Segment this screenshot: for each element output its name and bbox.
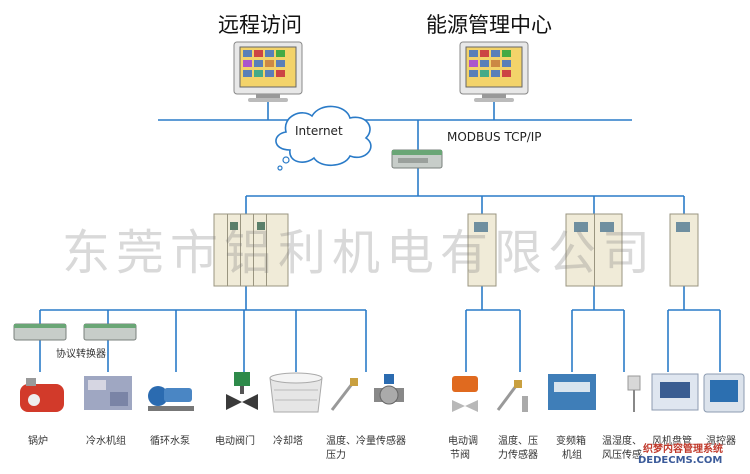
internet-cloud-icon [275,105,372,171]
device-label-temperature-sensor-line2: 压力 [326,450,346,461]
temperature-sensor-icon [330,378,358,411]
energy-center-title: 能源管理中心 [426,13,552,37]
control-cabinet-icon [669,213,699,287]
humidity-sensor-icon [627,375,641,412]
device-label-control-valve-line2: 节阀 [450,450,470,461]
device-label-humidity-sensor-line2: 风压传感 [602,450,642,461]
cooling-tower-icon [269,372,323,413]
monitor-icon [459,41,529,102]
control-cabinet-icon [565,213,623,287]
flow-sensor-icon [374,374,404,405]
device-label-electric-valve: 电动阀门 [215,436,255,447]
remote-access-title: 远程访问 [218,13,302,37]
device-label-pressure-sensor: 温度、压 [498,436,538,447]
pump-icon [148,386,194,411]
monitor-icon [233,41,303,102]
company-watermark: 东莞市铝利机电有限公司 [62,225,657,281]
fan-coil-icon [651,373,699,411]
control-cabinet-icon [213,213,289,287]
pressure-sensor-icon [496,380,528,412]
device-label-temperature-sensor: 温度、冷量传感器 [326,436,406,447]
device-label-cooling-tower: 冷却塔 [273,436,303,447]
connection-lines [39,96,721,372]
electric-valve-icon [226,372,258,410]
protocol-label: MODBUS TCP/IP [447,130,542,144]
control-cabinet-icon [467,213,497,287]
device-label-thermostat: 温控器 [706,436,736,447]
device-label-fan-coil: 风机盘管 [652,436,692,447]
inverter-box-icon [548,374,596,410]
site-watermark-en: DEDECMS.COM [638,455,723,466]
device-label-boiler: 锅炉 [28,436,48,447]
device-label-chiller: 冷水机组 [86,436,126,447]
protocol-converter-icon [13,323,67,341]
control-valve-icon [452,376,478,412]
device-label-inverter-box-line2: 机组 [562,450,582,461]
chiller-icon [84,376,132,410]
device-label-pressure-sensor-line2: 力传感器 [498,450,538,461]
internet-label: Internet [295,124,343,138]
device-label-pump: 循环水泵 [150,436,190,447]
thermostat-icon [703,373,745,413]
device-label-control-valve: 电动调 [448,436,478,447]
device-label-inverter-box: 变频箱 [556,436,586,447]
network-switch-icon [391,149,443,169]
boiler-icon [20,378,64,412]
converter-label: 协议转换器 [56,349,106,360]
device-label-humidity-sensor: 温湿度、 [602,436,642,447]
protocol-converter-icon [83,323,137,341]
site-watermark-cn: 织梦内容管理系统 [643,444,723,455]
